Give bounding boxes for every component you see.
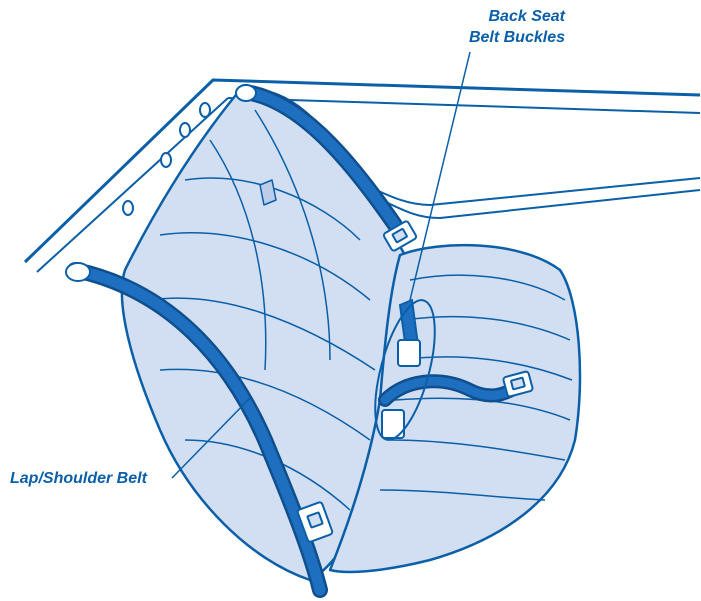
label-line-2: Belt Buckles xyxy=(468,29,565,46)
frame-holes xyxy=(122,102,211,216)
left-latch-plate xyxy=(296,501,334,543)
seat-cushion xyxy=(328,243,582,574)
lap-shoulder-belt-label: Lap/Shoulder Belt xyxy=(10,470,147,487)
upper-shoulder-belt xyxy=(235,84,403,233)
back-seat-belt-buckles xyxy=(374,298,534,441)
seat-back xyxy=(120,88,412,582)
label-line-1: Back Seat xyxy=(488,8,566,25)
back-seat-belt-buckles-label: Back Seat Belt Buckles xyxy=(405,6,565,48)
upper-latch-plate xyxy=(382,220,418,252)
left-lap-shoulder-belt xyxy=(65,262,328,598)
leader-lines xyxy=(171,51,471,479)
